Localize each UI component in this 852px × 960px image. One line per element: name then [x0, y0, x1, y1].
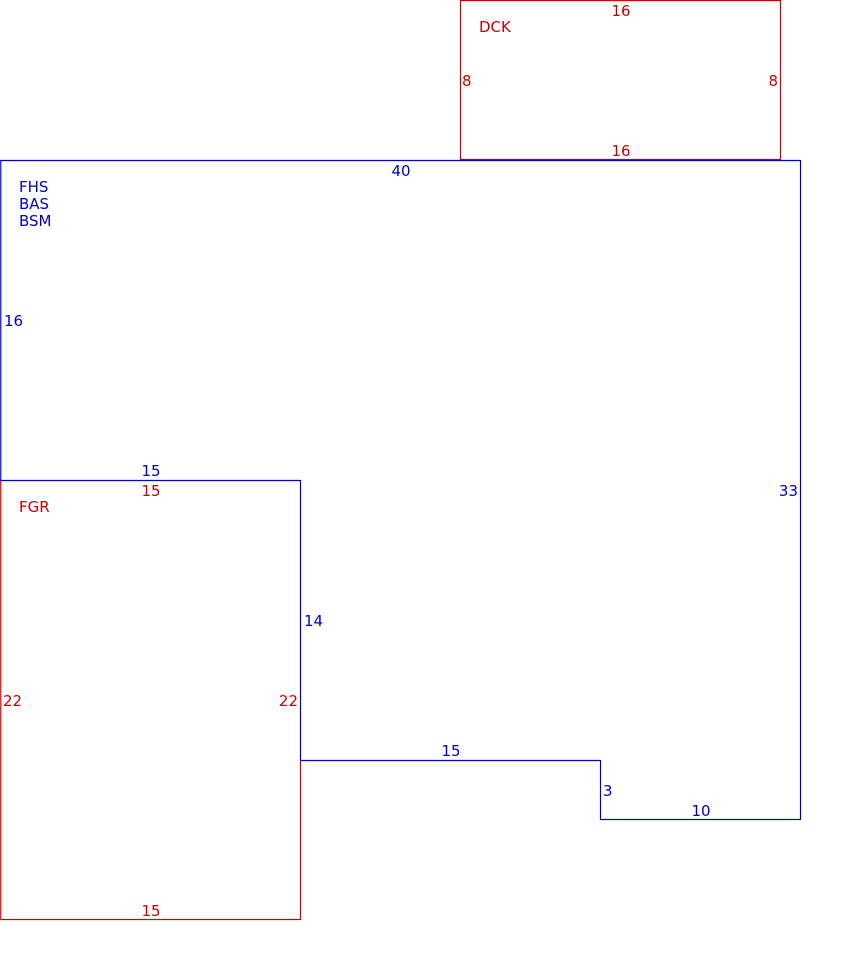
main-code-fhs: FHS: [19, 178, 48, 196]
deck-code-label: DCK: [479, 18, 512, 36]
main-right-dimension: 33: [779, 482, 798, 500]
deck-right-dimension: 8: [768, 72, 778, 90]
main-step-dimension: 3: [603, 782, 613, 800]
garage-left-dimension: 22: [3, 692, 22, 710]
main-building-outline: [0, 159, 802, 821]
deck-outline: [459, 0, 782, 161]
deck-top-dimension: 16: [611, 2, 630, 20]
main-bottom-middle-dimension: 15: [441, 742, 460, 760]
main-top-dimension: 40: [391, 162, 410, 180]
garage-bottom-dimension: 15: [141, 902, 160, 920]
main-code-bas: BAS: [19, 195, 49, 213]
deck-left-dimension: 8: [462, 72, 472, 90]
garage-top-dimension: 15: [141, 482, 160, 500]
main-left-dimension: 16: [4, 312, 23, 330]
garage-outline: [0, 480, 302, 921]
main-code-bsm: BSM: [19, 212, 52, 230]
garage-code-label: FGR: [19, 498, 50, 516]
main-inner-top-dimension: 15: [141, 462, 160, 480]
garage-right-dimension: 22: [279, 692, 298, 710]
main-inner-left-dimension: 14: [304, 612, 323, 630]
deck-bottom-dimension: 16: [611, 142, 630, 160]
main-bottom-right-dimension: 10: [691, 802, 710, 820]
